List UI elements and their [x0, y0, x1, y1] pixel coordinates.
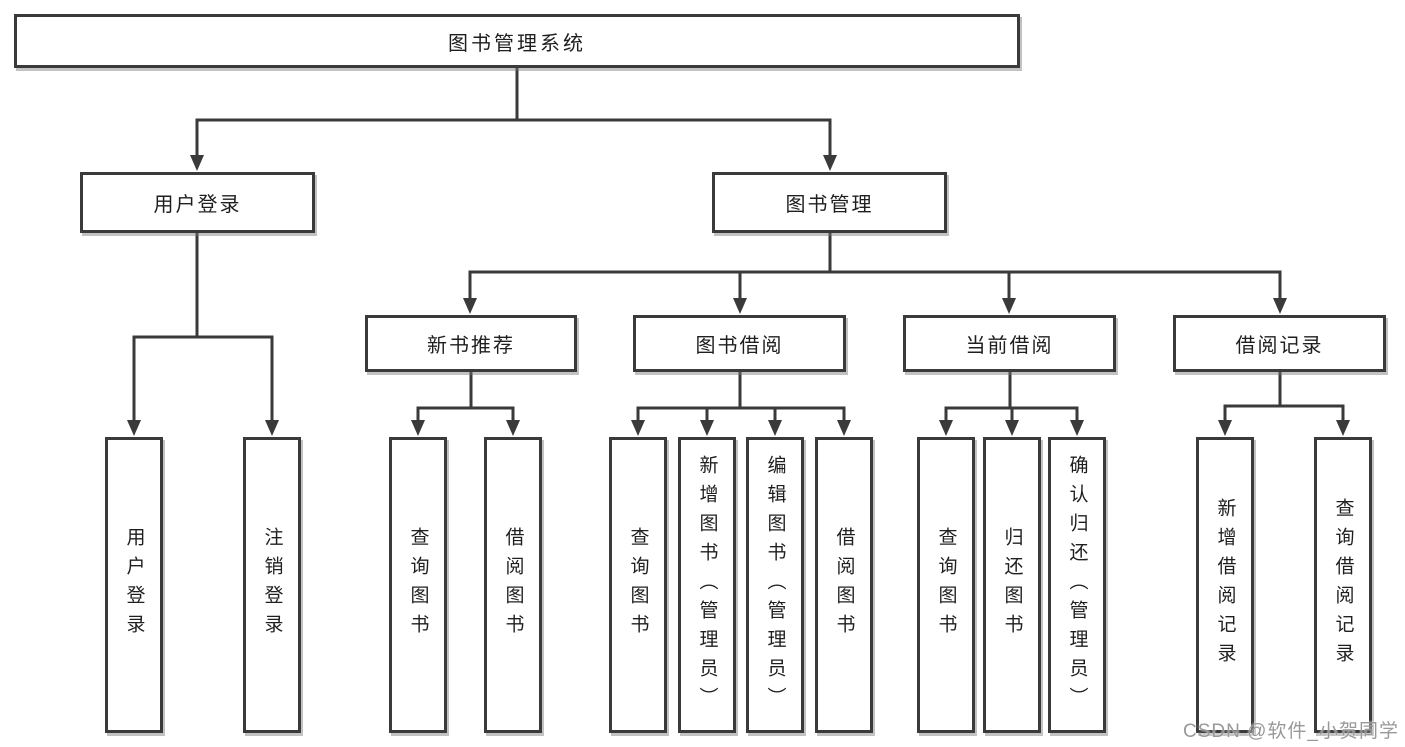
leaf-logout: 注销登录	[243, 437, 301, 733]
node-borrow-records-label: 借阅记录	[1235, 335, 1324, 357]
node-new-books-label: 新书推荐	[427, 335, 515, 357]
leaf-currentborrow-confirm-label: 确认归还（管理员）	[1066, 454, 1088, 716]
leaf-bookborrow-add-label: 新增图书（管理员）	[696, 454, 718, 716]
leaf-bookborrow-borrow-label: 借阅图书	[833, 527, 855, 643]
leaf-newbooks-borrow-label: 借阅图书	[502, 527, 524, 643]
node-root-label: 图书管理系统	[448, 32, 586, 55]
node-book-mgmt: 图书管理	[712, 172, 947, 233]
leaf-bookborrow-borrow: 借阅图书	[815, 437, 873, 733]
leaf-currentborrow-return-label: 归还图书	[1001, 527, 1023, 643]
node-user-login: 用户登录	[80, 172, 315, 233]
node-book-borrow-label: 图书借阅	[695, 335, 784, 357]
leaf-bookborrow-query: 查询图书	[609, 437, 667, 733]
leaf-bookborrow-add: 新增图书（管理员）	[678, 437, 736, 733]
node-new-books: 新书推荐	[365, 315, 577, 372]
leaf-newbooks-query: 查询图书	[389, 437, 447, 733]
leaf-records-add: 新增借阅记录	[1196, 437, 1254, 733]
leaf-currentborrow-return: 归还图书	[983, 437, 1041, 733]
node-user-login-label: 用户登录	[153, 194, 242, 216]
node-book-borrow: 图书借阅	[633, 315, 846, 372]
leaf-newbooks-borrow: 借阅图书	[484, 437, 542, 733]
leaf-currentborrow-query-label: 查询图书	[935, 527, 957, 643]
csdn-watermark: CSDN @软件_小贺同学	[1183, 721, 1399, 742]
leaf-records-query-label: 查询借阅记录	[1332, 498, 1354, 672]
leaf-currentborrow-query: 查询图书	[917, 437, 975, 733]
leaf-newbooks-query-label: 查询图书	[407, 527, 429, 643]
leaf-user-login-label: 用户登录	[123, 527, 145, 643]
leaf-records-add-label: 新增借阅记录	[1214, 498, 1236, 672]
node-current-borrow: 当前借阅	[903, 315, 1116, 372]
node-current-borrow-label: 当前借阅	[965, 335, 1054, 357]
arrowheads	[127, 155, 1350, 436]
leaf-records-query: 查询借阅记录	[1314, 437, 1372, 733]
leaf-currentborrow-confirm: 确认归还（管理员）	[1048, 437, 1106, 733]
leaf-bookborrow-edit-label: 编辑图书（管理员）	[764, 454, 786, 716]
node-borrow-records: 借阅记录	[1173, 315, 1386, 372]
leaf-logout-label: 注销登录	[261, 527, 283, 643]
node-book-mgmt-label: 图书管理	[785, 194, 874, 216]
leaf-bookborrow-edit: 编辑图书（管理员）	[746, 437, 804, 733]
leaf-bookborrow-query-label: 查询图书	[627, 527, 649, 643]
node-root: 图书管理系统	[14, 14, 1020, 68]
leaf-user-login: 用户登录	[105, 437, 163, 733]
